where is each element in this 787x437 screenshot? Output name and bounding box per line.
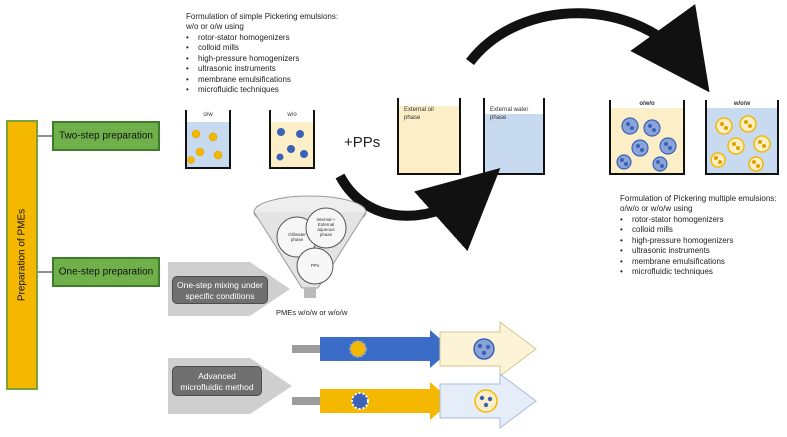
multiple-droplets-blue xyxy=(616,117,677,172)
right-heading: Formulation of Pickering multiple emulsi… xyxy=(620,194,777,214)
funnel-circle3-label: PPs xyxy=(310,263,320,268)
list-item: microfluidic techniques xyxy=(620,267,733,278)
funnel-circle2-line3: aqueous xyxy=(317,227,335,232)
list-item: high-pressure homogenizers xyxy=(186,54,299,65)
beaker-water-label-line2: phase xyxy=(490,115,507,121)
funnel-circle2-line1: Internal + xyxy=(316,217,336,222)
list-item: membrane emulsifications xyxy=(620,257,733,268)
list-item: membrane emulsifications xyxy=(186,75,299,86)
top-heading-line2: w/o or o/w using xyxy=(186,22,244,31)
beaker-wo xyxy=(269,110,315,169)
curved-arrow-bottom xyxy=(335,168,501,252)
advanced-line1: Advanced xyxy=(198,371,236,381)
pme-box: Preparation of PMEs xyxy=(6,120,38,390)
beaker-wow xyxy=(705,100,779,175)
funnel-circle1-line1: Oil/water xyxy=(288,232,306,237)
oil-droplets-yellow xyxy=(187,129,223,164)
one-step-box: One-step preparation xyxy=(52,257,160,287)
list-item: colloid mills xyxy=(186,43,299,54)
top-method-list: rotor-stator homogenizers colloid mills … xyxy=(186,33,299,96)
list-item: ultrasonic instruments xyxy=(620,246,733,257)
one-step-mixing-line1: One-step mixing under xyxy=(177,280,263,290)
advanced-method-box: Advanced microfluidic method xyxy=(172,366,262,396)
multiple-droplets-yellow xyxy=(710,115,771,172)
top-heading: Formulation of simple Pickering emulsion… xyxy=(186,12,338,32)
beaker-external-oil xyxy=(397,98,461,175)
list-item: microfluidic techniques xyxy=(186,85,299,96)
pps-label: +PPs xyxy=(344,134,381,151)
beaker-water-label: External water phase xyxy=(490,106,528,122)
right-heading-line2: o/w/o or w/o/w using xyxy=(620,204,693,213)
microfluidic-row-yellow xyxy=(292,373,537,429)
list-item: rotor-stator homogenizers xyxy=(620,215,733,226)
funnel-circle2-line4: phase xyxy=(319,232,333,237)
beaker-wo-label: w/o xyxy=(287,112,297,118)
funnel xyxy=(253,195,367,298)
beaker-oil-label-line2: phase xyxy=(404,115,421,121)
one-step-mixing-line2: specific conditions xyxy=(185,291,255,301)
top-heading-line1: Formulation of simple Pickering emulsion… xyxy=(186,12,339,21)
one-step-label: One-step preparation xyxy=(58,266,154,278)
funnel-circle1-line2: phase xyxy=(290,237,304,242)
list-item: high-pressure homogenizers xyxy=(620,236,733,247)
two-step-box: Two-step preparation xyxy=(52,121,160,151)
list-item: rotor-stator homogenizers xyxy=(186,33,299,44)
microfluidic-row-blue xyxy=(292,321,537,377)
funnel-circle2-line2: External xyxy=(317,222,335,227)
beaker-ow-label: o/w xyxy=(203,112,213,118)
list-item: ultrasonic instruments xyxy=(186,64,299,75)
water-droplets-blue xyxy=(276,128,308,161)
beaker-external-water xyxy=(483,98,545,175)
beaker-oil-label-line1: External oil xyxy=(404,107,434,113)
beaker-owo xyxy=(609,100,685,175)
tree-connectors xyxy=(38,135,52,273)
funnel-caption: PMEs w/o/w or w/o/w xyxy=(276,308,348,317)
beaker-ow xyxy=(185,110,231,169)
funnel-circle2-label: Internal + External aqueous phase xyxy=(312,217,340,237)
right-heading-line1: Formulation of Pickering multiple emulsi… xyxy=(620,194,777,203)
pme-title: Preparation of PMEs xyxy=(16,208,28,302)
beaker-water-label-line1: External water xyxy=(490,107,529,113)
beaker-oil-label: External oil phase xyxy=(404,106,434,122)
beaker-owo-label: o/w/o xyxy=(639,101,655,107)
two-step-label: Two-step preparation xyxy=(59,130,153,142)
beaker-wow-label: w/o/w xyxy=(733,101,751,107)
one-step-mixing-box: One-step mixing under specific condition… xyxy=(172,276,268,304)
right-method-list: rotor-stator homogenizers colloid mills … xyxy=(620,215,733,278)
curved-arrow-top xyxy=(466,4,710,93)
advanced-line2: microfluidic method xyxy=(180,382,254,392)
funnel-circle1-label: Oil/water phase xyxy=(283,232,311,242)
list-item: colloid mills xyxy=(620,225,733,236)
